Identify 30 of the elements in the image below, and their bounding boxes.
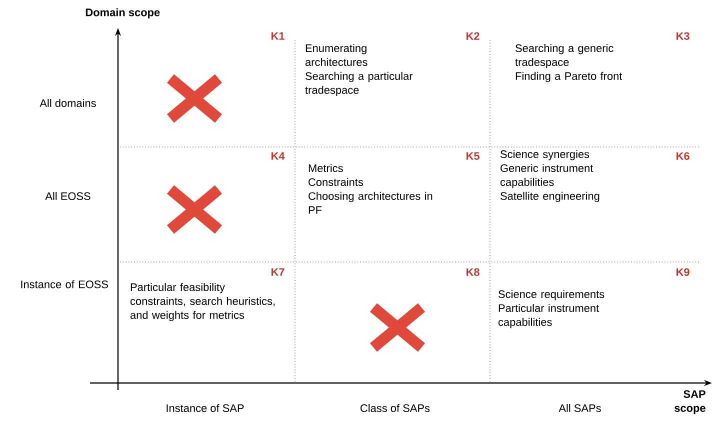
axis-label: All EOSS xyxy=(45,192,90,200)
cell-text: Searching a particular tradespace xyxy=(305,72,413,96)
cell-text: Choosing architectures in PF xyxy=(308,192,432,214)
cell-label: K8 xyxy=(466,268,480,276)
axis-label: Instance of SAP xyxy=(166,404,244,412)
cell-text: Metrics xyxy=(308,164,343,172)
cell-text: Generic instrument capabilities xyxy=(500,164,594,188)
axis-label: Class of SAPs xyxy=(360,404,430,412)
axis-label: SAP scope xyxy=(674,390,706,414)
cell-label: K1 xyxy=(272,32,284,40)
axis-label: Instance of EOSS xyxy=(21,280,108,288)
cell-text: Satellite engineering xyxy=(500,192,600,202)
cell-text: Finding a Pareto front xyxy=(516,72,622,82)
cell-text: Constraints xyxy=(308,178,364,186)
cell-text: Enumerating architectures xyxy=(305,44,368,66)
cell-label: K2 xyxy=(466,32,480,40)
axis-label: All SAPs xyxy=(558,404,601,412)
cell-text: Particular feasibility constraints, search heuristics, and weights for metrics xyxy=(130,283,275,322)
cell-text: Particular instrument capabilities xyxy=(498,304,600,328)
axis-label: All domains xyxy=(40,98,96,108)
cell-text: Science requirements xyxy=(498,290,604,300)
axis-label: Domain scope xyxy=(86,8,160,18)
cell-label: K9 xyxy=(676,268,690,276)
cell-label: K7 xyxy=(272,268,284,276)
cell-label: K4 xyxy=(272,152,285,160)
cell-label: K3 xyxy=(676,32,690,40)
cell-text: Science synergies xyxy=(500,150,590,160)
cell-label: K6 xyxy=(676,152,690,160)
cell-text: Searching a generic tradespace xyxy=(515,44,614,68)
cell-label: K5 xyxy=(466,152,480,160)
